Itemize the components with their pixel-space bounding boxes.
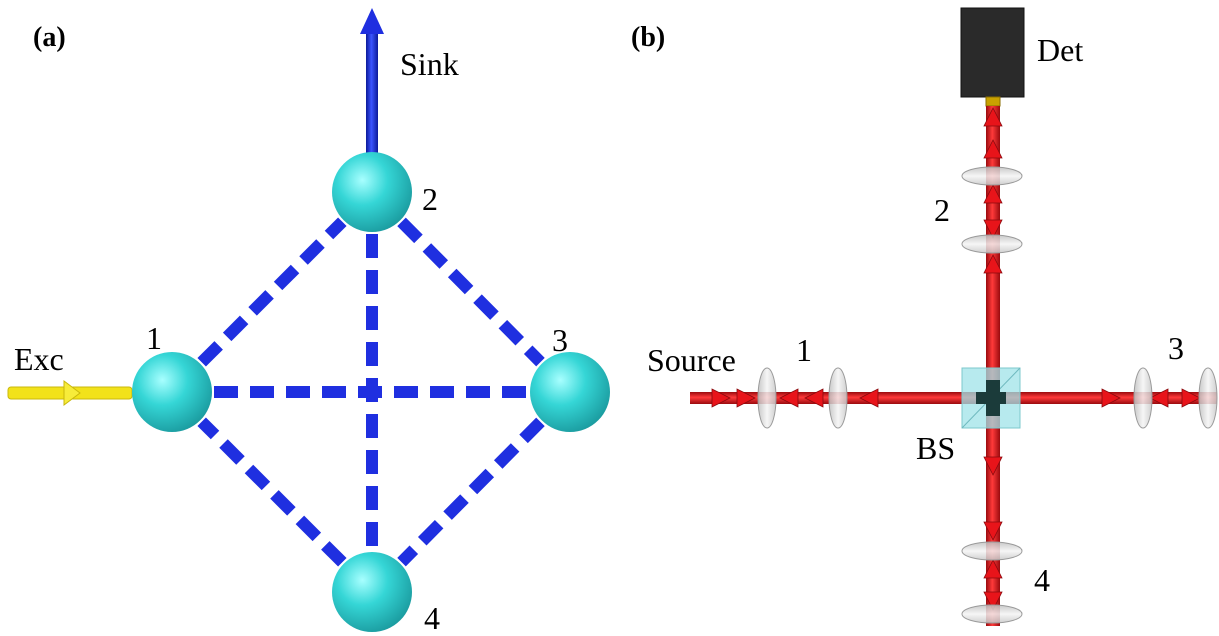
node-2-label: 2 xyxy=(422,181,438,217)
node-1 xyxy=(132,352,212,432)
lens-vertical-arm-3 xyxy=(961,541,1023,561)
node-3-label: 3 xyxy=(552,322,568,358)
beam-arrowhead-10 xyxy=(711,388,731,408)
lens-layer xyxy=(757,166,1218,624)
beam-arrowhead-16 xyxy=(1149,388,1169,408)
arm-1-label: 1 xyxy=(796,332,812,368)
beam-arrowhead-12 xyxy=(779,388,799,408)
beamsplitter xyxy=(961,367,1021,429)
beam-arrowhead-4 xyxy=(983,219,1003,239)
beam-arrowhead-8 xyxy=(983,559,1003,579)
beam-arrowhead-2 xyxy=(983,139,1003,159)
beam-arrowhead-9 xyxy=(983,591,1003,611)
panel-b-label: (b) xyxy=(631,22,666,53)
lens-vertical-arm-4 xyxy=(961,604,1023,624)
beam-arrowhead-6 xyxy=(983,456,1003,476)
node-2 xyxy=(332,152,412,232)
node-layer xyxy=(132,152,610,632)
node-1-label: 1 xyxy=(146,320,162,356)
lens-horizontal-arm-1 xyxy=(757,367,777,429)
beam-arrowhead-15 xyxy=(1101,388,1121,408)
beam-arrowhead-13 xyxy=(804,388,824,408)
beam-arrowhead-14 xyxy=(859,388,879,408)
arm-3-label: 3 xyxy=(1168,330,1184,366)
panel-a-network xyxy=(7,8,610,632)
exc-label: Exc xyxy=(14,341,64,377)
lens-vertical-arm-1 xyxy=(961,166,1023,186)
lens-horizontal-arm-4 xyxy=(1198,367,1218,429)
detector-label: Det xyxy=(1037,32,1084,68)
beam-arrowhead-7 xyxy=(983,521,1003,541)
beam-arrowhead-5 xyxy=(983,254,1003,274)
arm-2-label: 2 xyxy=(934,192,950,228)
coupling-3-4 xyxy=(397,417,545,567)
coupling-2-3 xyxy=(397,217,545,367)
exc-arrow xyxy=(7,380,133,406)
node-3 xyxy=(530,352,610,432)
coupling-4-1 xyxy=(197,417,347,567)
panel-a-label: (a) xyxy=(33,22,66,53)
beam-arrowhead-11 xyxy=(736,388,756,408)
bs-label: BS xyxy=(916,430,956,466)
beam-arrowhead-3 xyxy=(983,184,1003,204)
beam-arrowhead-17 xyxy=(1181,388,1201,408)
beam-arrowhead-1 xyxy=(983,107,1003,127)
lens-horizontal-arm-2 xyxy=(828,367,848,429)
node-4 xyxy=(332,552,412,632)
sink-label: Sink xyxy=(400,46,459,82)
lens-horizontal-arm-3 xyxy=(1133,367,1153,429)
coupling-1-2 xyxy=(197,217,347,367)
source-label: Source xyxy=(647,342,736,378)
beam-arrow-layer xyxy=(711,107,1201,611)
panel-b-optical-setup xyxy=(690,7,1218,626)
arm-4-label: 4 xyxy=(1034,562,1050,598)
coupling-layer xyxy=(197,217,545,567)
node-4-label: 4 xyxy=(424,600,440,636)
sink-arrow xyxy=(360,8,384,170)
detector xyxy=(960,7,1025,107)
lens-vertical-arm-2 xyxy=(961,234,1023,254)
